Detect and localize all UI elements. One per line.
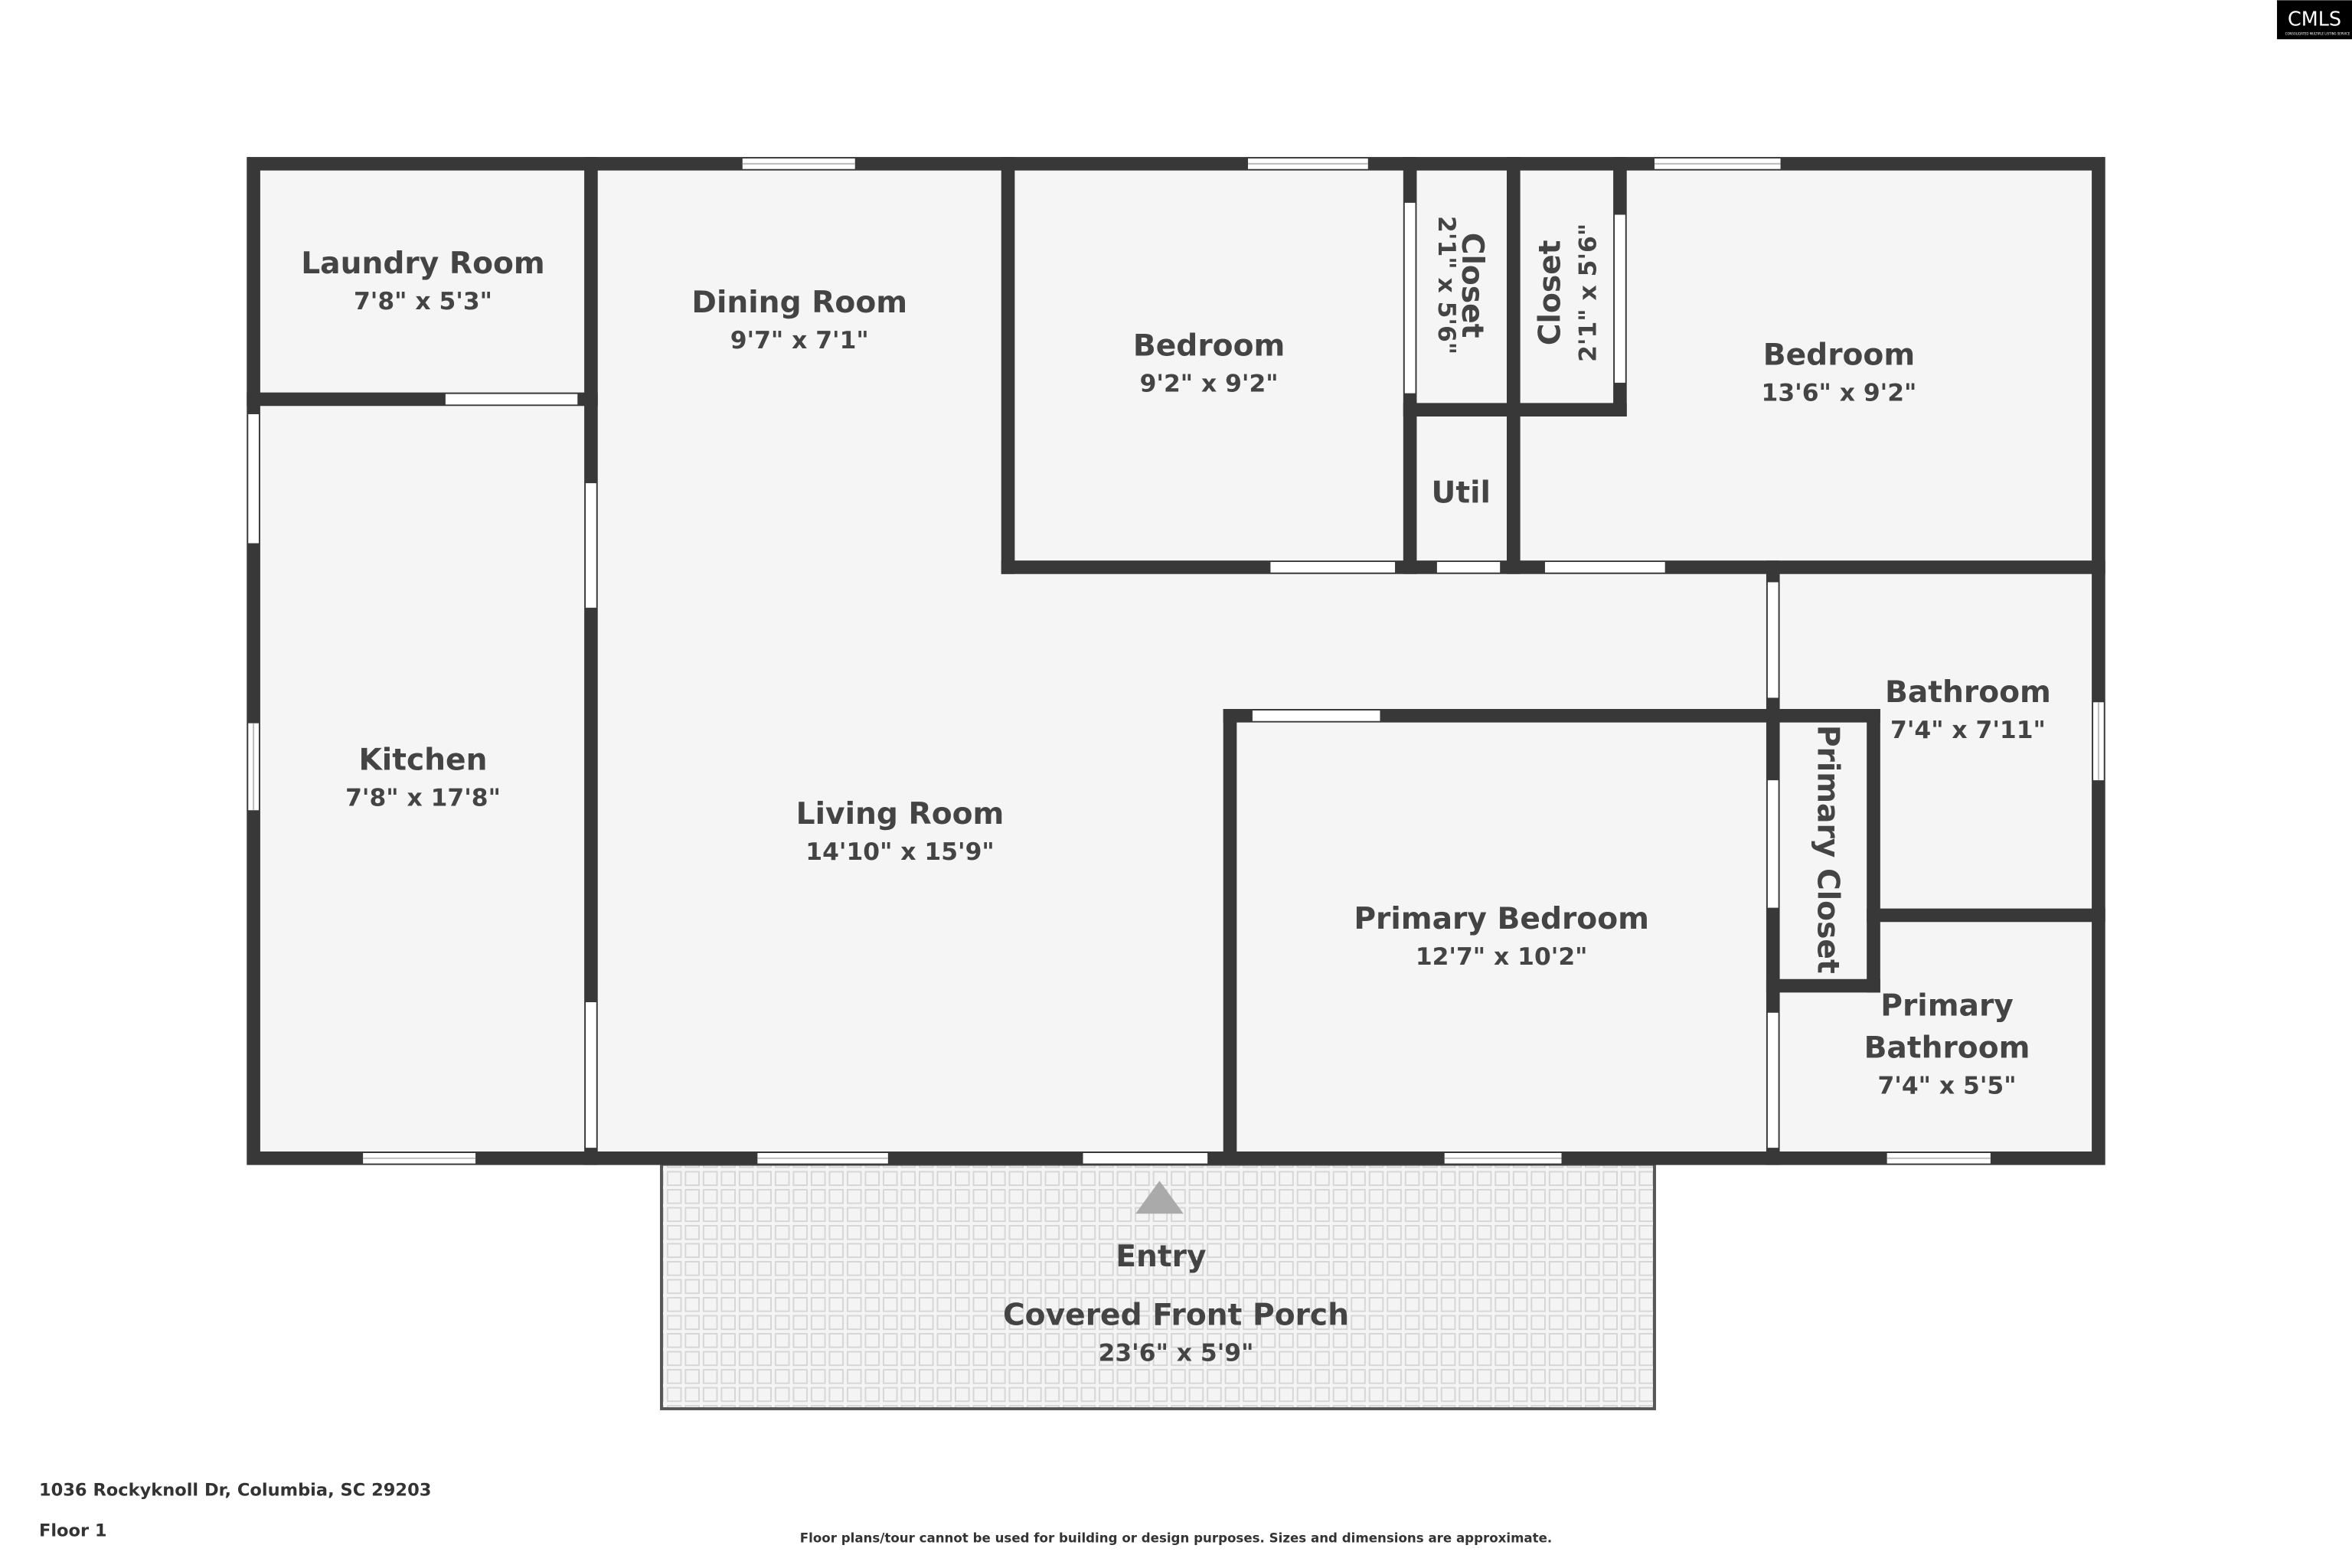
kitchen-label: Kitchen xyxy=(358,743,487,777)
primary-bathroom-dims: 7'4" x 5'5" xyxy=(1877,1073,2016,1100)
bedroom-dims: 9'2" x 9'2" xyxy=(1140,371,1279,398)
primary-bathroom-label: Bathroom xyxy=(1864,1031,2030,1066)
closet-label: Closet xyxy=(1455,233,1489,338)
living-room-dims: 14'10" x 15'9" xyxy=(805,838,994,866)
laundry-room-label: Laundry Room xyxy=(301,247,545,281)
primary-bedroom-dims: 12'7" x 10'2" xyxy=(1416,943,1588,971)
dining-room-dims: 9'7" x 7'1" xyxy=(730,327,869,354)
primary-bathroom-label: Primary xyxy=(1880,989,2014,1024)
primary-closet-label: Primary Closet xyxy=(1811,725,1845,974)
entry-arrow-icon xyxy=(1135,1181,1184,1214)
cmls-logo: CMLS CONSOLIDATED MULTIPLE LISTING SERVI… xyxy=(2277,0,2352,40)
closet-dims: 2'1" x 5'6" xyxy=(1575,224,1602,362)
util-label: Util xyxy=(1432,476,1491,511)
bedroom-label: Bedroom xyxy=(1133,329,1285,364)
bedroom-label: Bedroom xyxy=(1763,338,1915,372)
disclaimer: Floor plans/tour cannot be used for buil… xyxy=(800,1530,1552,1545)
svg-text:CMLS: CMLS xyxy=(2288,8,2341,31)
living-room-label: Living Room xyxy=(796,797,1004,831)
closet-label: Closet xyxy=(1534,240,1568,346)
svg-text:CONSOLIDATED MULTIPLE LISTING: CONSOLIDATED MULTIPLE LISTING SERVICE xyxy=(2285,31,2350,35)
porch-dims: 23'6" x 5'9" xyxy=(1099,1339,1254,1367)
bathroom-label: Bathroom xyxy=(1885,675,2051,710)
bedroom-dims: 13'6" x 9'2" xyxy=(1762,379,1917,407)
bathroom-dims: 7'4" x 7'11" xyxy=(1890,717,2046,744)
dining-room-label: Dining Room xyxy=(691,286,907,320)
entry-label: Entry xyxy=(1116,1240,1206,1274)
floor-area xyxy=(253,163,2099,1158)
openings xyxy=(248,158,2104,1164)
closet-dims: 2'1" x 5'6" xyxy=(1432,216,1460,354)
laundry-room-dims: 7'8" x 5'3" xyxy=(354,288,492,315)
floor-label: Floor 1 xyxy=(39,1521,107,1541)
porch-label: Covered Front Porch xyxy=(1003,1298,1349,1332)
address: 1036 Rockyknoll Dr, Columbia, SC 29203 xyxy=(39,1481,431,1501)
kitchen-dims: 7'8" x 17'8" xyxy=(345,784,501,812)
primary-bedroom-label: Primary Bedroom xyxy=(1354,902,1649,936)
